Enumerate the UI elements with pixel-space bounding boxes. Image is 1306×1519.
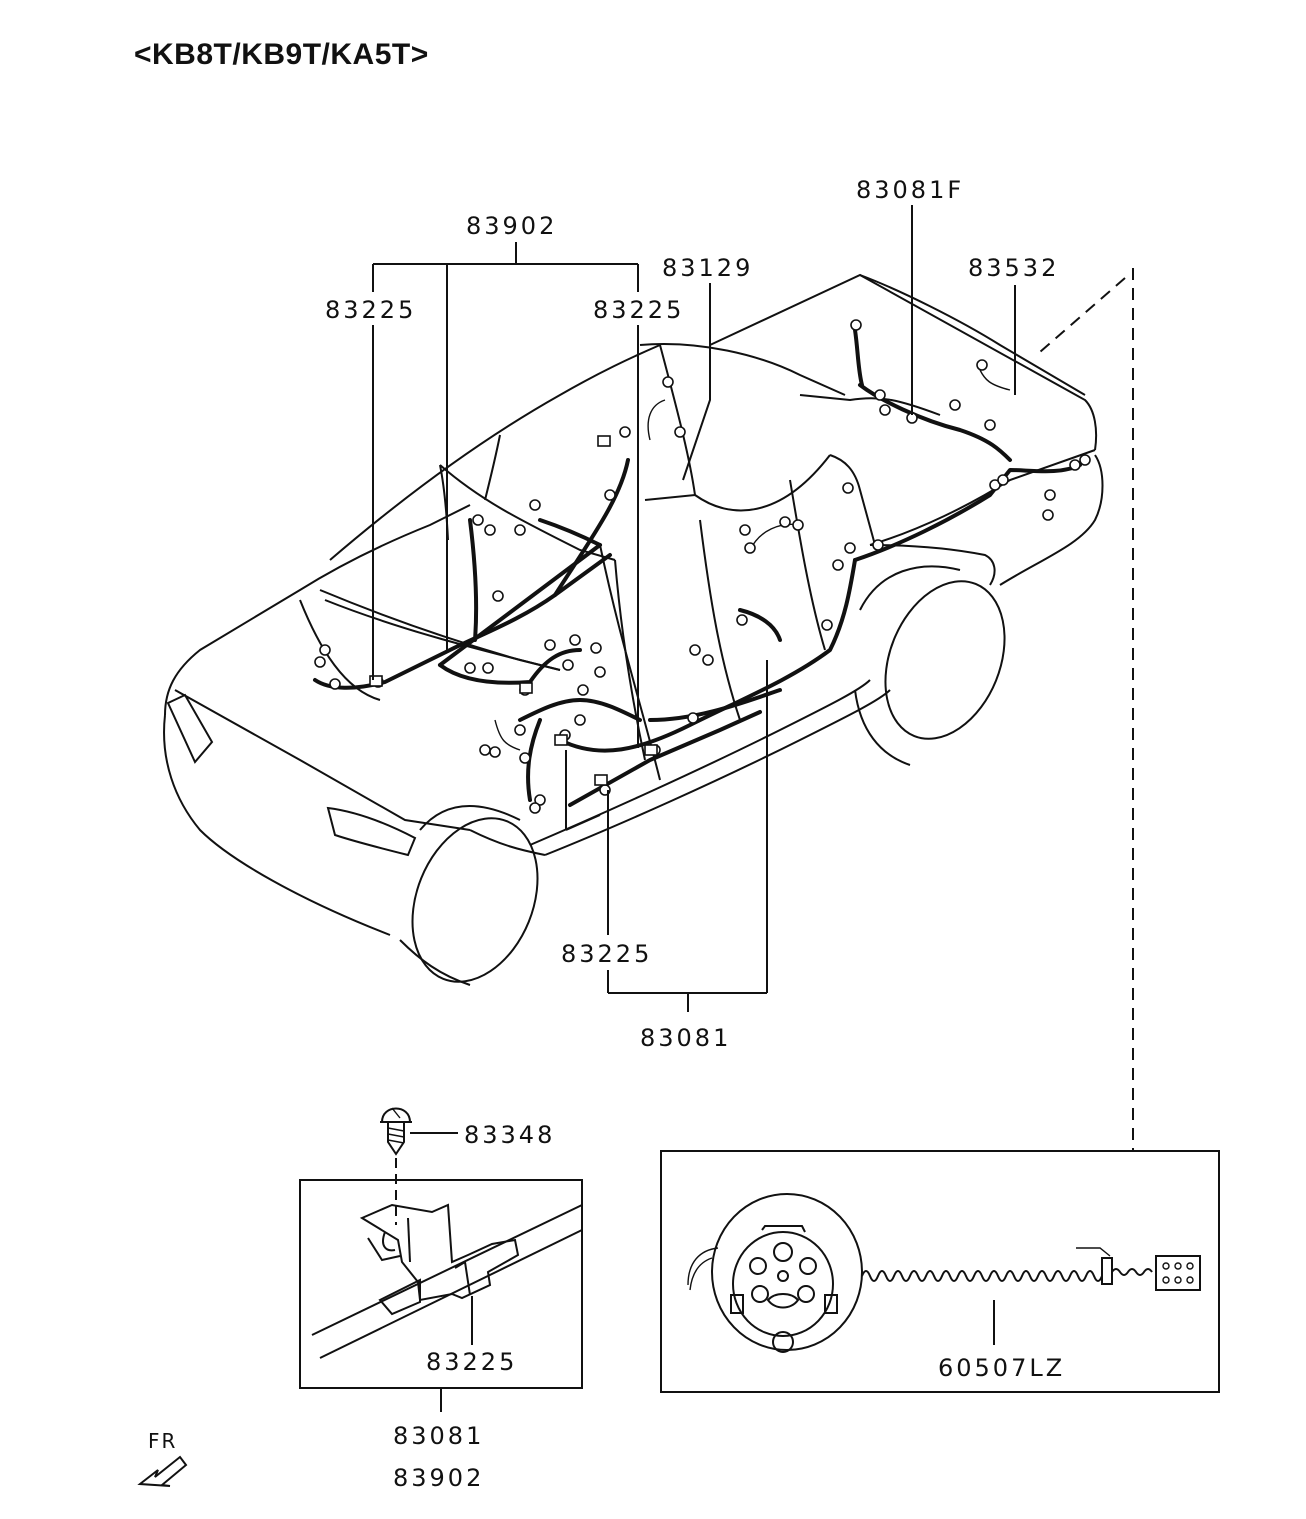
harness-connectors xyxy=(314,319,1091,814)
callout-60507LZ: 60507LZ xyxy=(938,1354,1065,1382)
callout-83225-lower: 83225 xyxy=(561,940,652,968)
callout-83081-bottom: 83081 xyxy=(393,1422,484,1450)
front-label: FR xyxy=(148,1429,177,1453)
callout-83532: 83532 xyxy=(968,254,1059,282)
trailer-harness-detail-box xyxy=(660,1150,1220,1393)
page-title: <KB8T/KB9T/KA5T> xyxy=(134,38,429,71)
callout-83902-bottom: 83902 xyxy=(393,1464,484,1492)
callout-83225-center: 83225 xyxy=(593,296,684,324)
vehicle-body xyxy=(163,273,1104,986)
callout-83129: 83129 xyxy=(662,254,753,282)
clip-detail-box xyxy=(299,1179,583,1412)
harness-routing xyxy=(313,328,1082,807)
detail-reference-dashes xyxy=(1039,268,1134,1150)
callout-83081-mid: 83081 xyxy=(640,1024,731,1052)
callout-labels: 83902 83225 83225 83129 83081F 83532 832… xyxy=(325,176,1065,1492)
callout-83348: 83348 xyxy=(464,1121,555,1149)
leader-lines xyxy=(372,205,1016,1012)
callout-83225-left: 83225 xyxy=(325,296,416,324)
front-indicator: FR xyxy=(137,1429,188,1487)
front-arrow-icon xyxy=(137,1455,188,1487)
callout-83081F: 83081F xyxy=(856,176,964,204)
screw-83348 xyxy=(380,1107,458,1225)
callout-83225-detail: 83225 xyxy=(426,1348,517,1376)
callout-83902-top: 83902 xyxy=(466,212,557,240)
